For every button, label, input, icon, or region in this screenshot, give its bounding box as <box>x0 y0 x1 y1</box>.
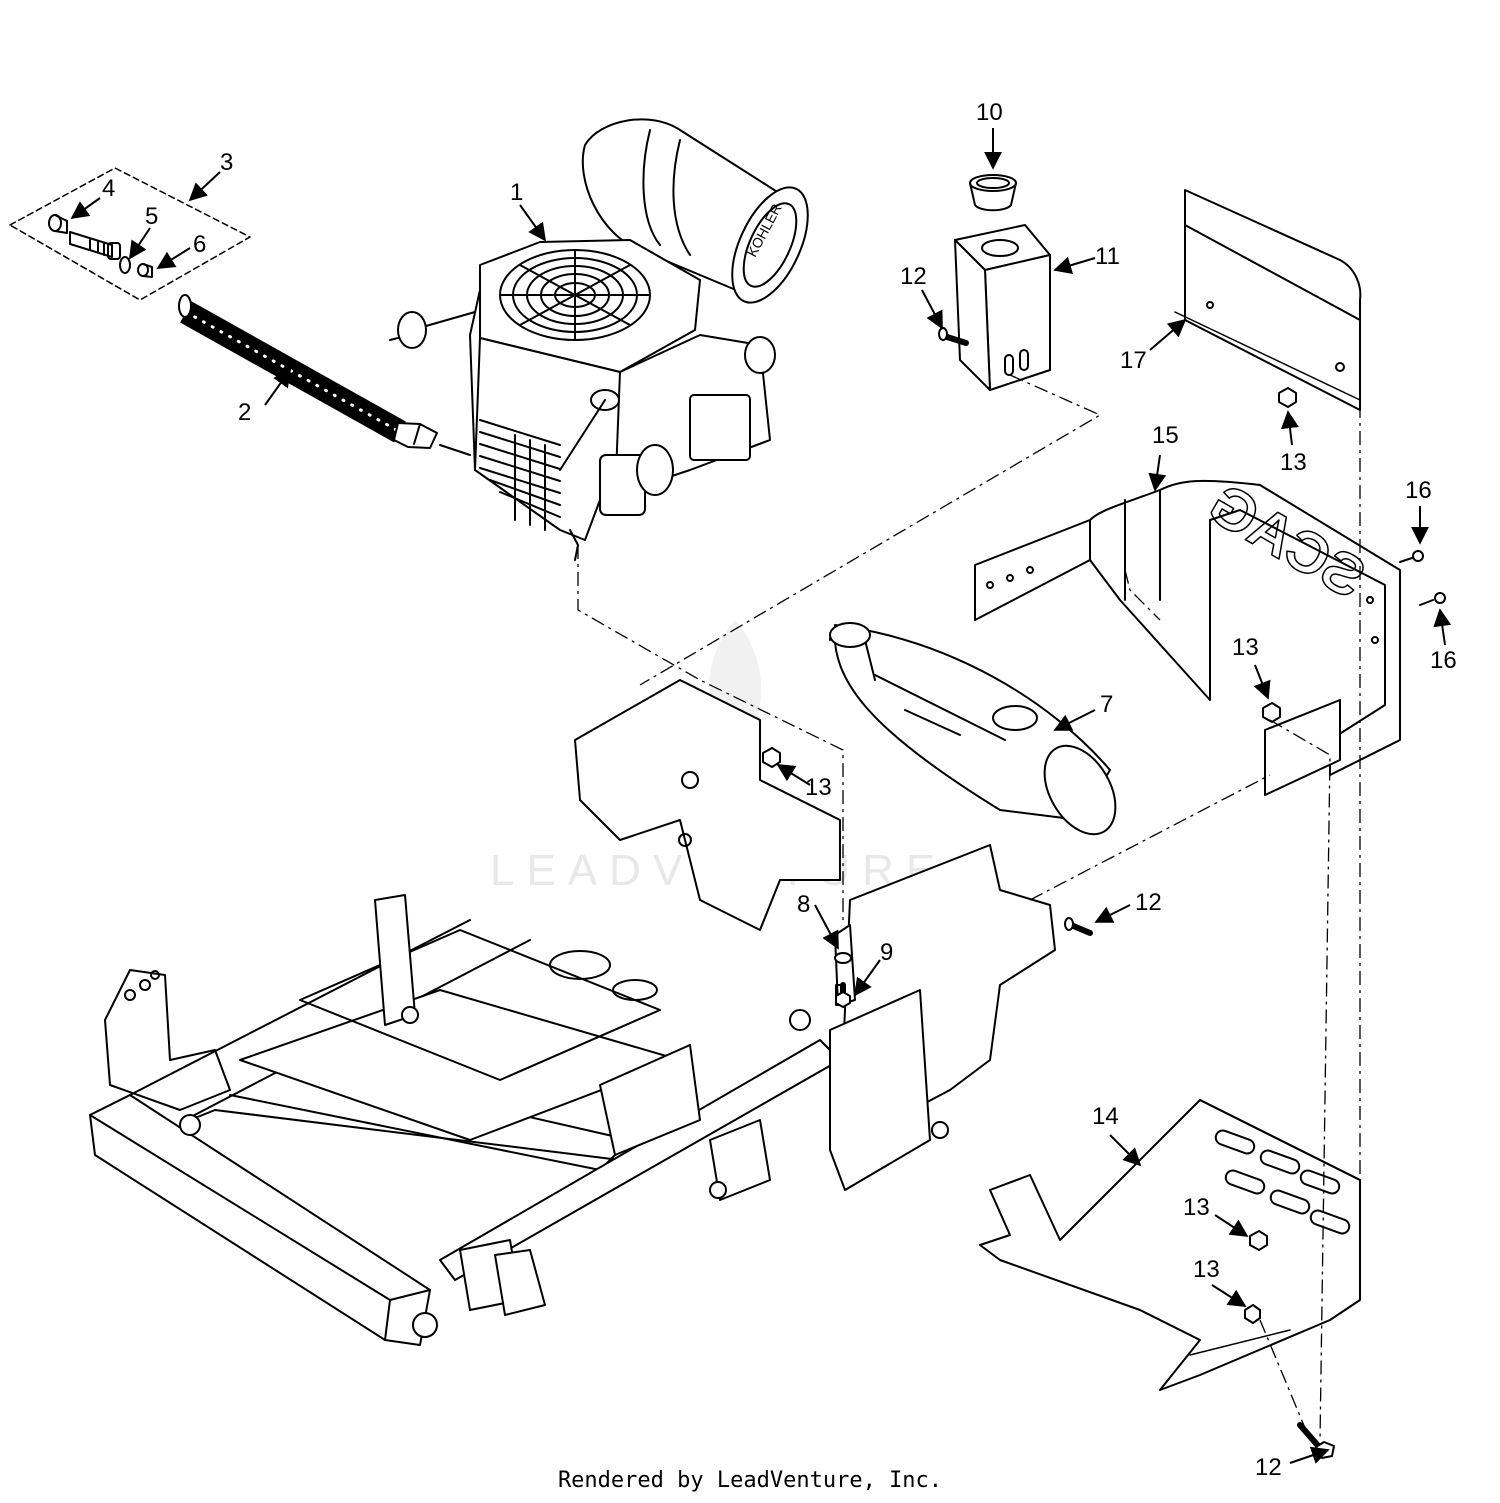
callout-13-lower-b: 13 <box>1193 1256 1220 1283</box>
callout-labels: 1 2 3 4 5 6 7 8 9 10 11 12 12 12 13 13 1… <box>102 99 1457 1481</box>
callout-7: 7 <box>1100 691 1113 718</box>
callout-2: 2 <box>238 399 251 426</box>
part-2-drain-hose <box>178 294 438 449</box>
callout-16-lower: 16 <box>1430 647 1457 674</box>
part-9-bolt <box>835 982 851 1008</box>
part-13-nut-guard <box>1262 702 1281 723</box>
callout-15: 15 <box>1152 422 1179 449</box>
callout-13-guard: 13 <box>1232 634 1259 661</box>
footer-credit: Rendered by LeadVenture, Inc. <box>557 1468 943 1493</box>
part-13-nut-shield <box>1278 387 1297 408</box>
part-7-muffler <box>829 622 1117 836</box>
callout-9: 9 <box>880 939 893 966</box>
callout-16-upper: 16 <box>1405 477 1432 504</box>
part-8-washer <box>834 952 852 964</box>
part-4-cap <box>48 214 68 234</box>
callout-13-shield: 13 <box>1280 449 1307 476</box>
part-10-grommet <box>969 174 1017 212</box>
part-17-heat-shield <box>1174 189 1362 411</box>
callout-17: 17 <box>1120 347 1147 374</box>
fuel-filter <box>389 311 476 349</box>
callout-12-frame: 12 <box>1135 889 1162 916</box>
guard-lettering: SCAG <box>1198 471 1376 611</box>
chassis-frame <box>89 679 1056 1346</box>
callout-13-lower-a: 13 <box>1183 1194 1210 1221</box>
callout-3: 3 <box>220 149 233 176</box>
part-11-bracket <box>954 224 1051 391</box>
part-3-fitting-kit <box>9 167 251 301</box>
callout-8: 8 <box>797 891 810 918</box>
part-14-lower-shield <box>979 1099 1361 1391</box>
part-13-nut-lower-b <box>1244 1304 1261 1324</box>
callout-1: 1 <box>510 179 523 206</box>
part-6-plug <box>137 263 153 278</box>
callout-12-upper: 12 <box>900 263 927 290</box>
fan-grill <box>499 249 651 341</box>
part-13-nut-frame <box>762 747 781 768</box>
callout-6: 6 <box>193 231 206 258</box>
callout-14: 14 <box>1092 1103 1119 1130</box>
assembly-lines <box>577 350 1361 1441</box>
part-12-bolt-frame <box>1064 917 1093 936</box>
part-5-o-ring <box>119 256 131 274</box>
part-12-bolt-upper <box>938 327 969 346</box>
air-cleaner: KOHLER <box>581 118 809 304</box>
callout-11: 11 <box>1095 243 1120 270</box>
fitting-body <box>69 231 121 260</box>
part-16-screws <box>1399 550 1446 606</box>
callout-12-lower: 12 <box>1255 1454 1282 1481</box>
callout-5: 5 <box>145 203 158 230</box>
part-1-engine: KOHLER <box>389 118 809 561</box>
part-13-nut-lower-a <box>1249 1230 1268 1251</box>
callout-4: 4 <box>102 175 115 202</box>
callout-10: 10 <box>976 99 1003 126</box>
cooling-fins <box>479 419 561 531</box>
callout-13-frame: 13 <box>805 774 832 801</box>
leader-arrows <box>70 128 1452 1464</box>
